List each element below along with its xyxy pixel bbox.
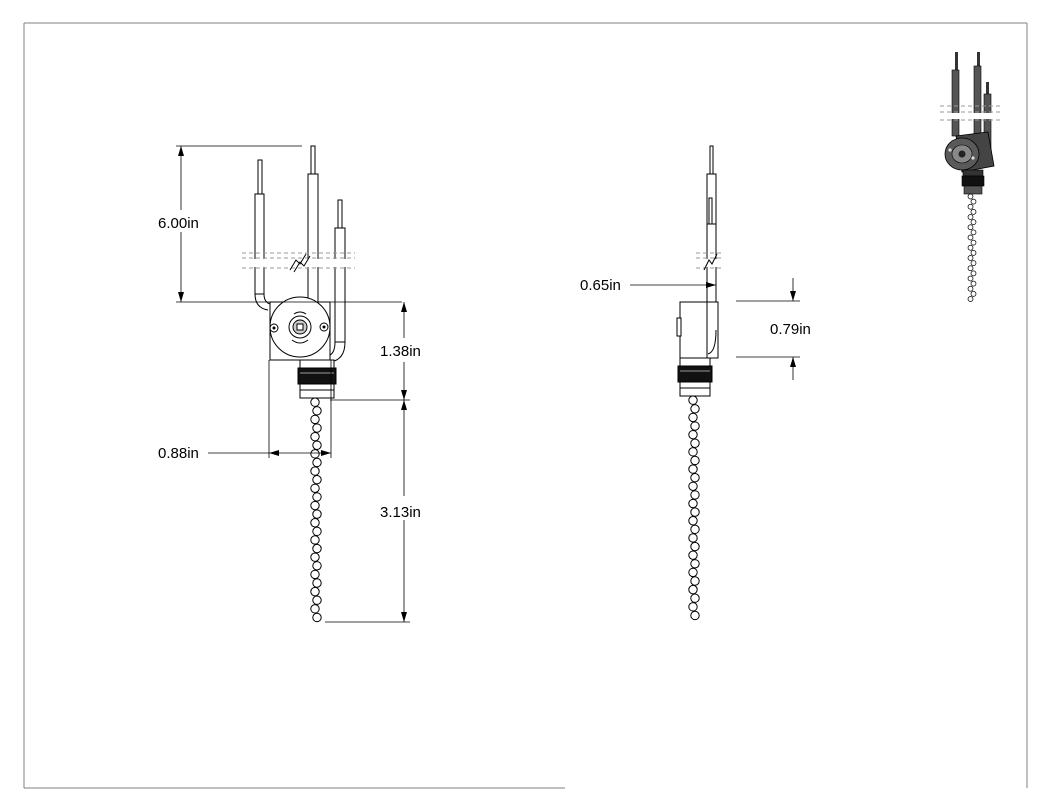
chain-bead xyxy=(312,509,322,519)
dim-chain-length: 3.13in xyxy=(325,400,421,623)
chain-bead xyxy=(310,466,320,476)
chain-bead xyxy=(690,541,700,552)
chain-bead xyxy=(312,406,322,416)
chain-bead xyxy=(970,250,977,256)
chain-bead xyxy=(970,291,977,297)
chain-bead xyxy=(690,524,700,535)
dim-housing-width: 0.88in xyxy=(158,360,332,462)
front-collar xyxy=(297,359,337,399)
chain-bead xyxy=(688,429,698,440)
chain-bead xyxy=(312,543,322,554)
chain-bead xyxy=(688,584,698,595)
chain-bead xyxy=(688,395,698,405)
chain-bead xyxy=(312,561,322,571)
chain-bead xyxy=(688,550,698,560)
chain-bead xyxy=(310,449,320,459)
dim-housing-height: 1.38in xyxy=(330,302,421,401)
chain-bead xyxy=(690,455,700,466)
chain-bead xyxy=(310,431,320,442)
side-housing xyxy=(676,301,719,359)
chain-bead xyxy=(688,516,698,526)
chain-bead xyxy=(970,239,977,246)
chain-bead xyxy=(967,234,974,241)
chain-bead xyxy=(690,576,700,586)
isometric-view xyxy=(940,52,1002,302)
chain-bead xyxy=(967,224,974,231)
front-housing xyxy=(269,296,331,361)
chain-bead xyxy=(688,412,698,423)
dim-side-height: 0.79in xyxy=(736,278,811,380)
chain-bead xyxy=(690,421,700,431)
side-pull-chain xyxy=(688,395,700,621)
chain-bead xyxy=(312,595,322,605)
chain-bead xyxy=(310,483,320,493)
chain-bead xyxy=(688,602,698,612)
chain-bead xyxy=(970,209,977,215)
chain-bead xyxy=(312,578,322,588)
chain-bead xyxy=(310,604,320,614)
drawing-frame xyxy=(23,22,1028,789)
chain-bead xyxy=(312,457,322,468)
chain-bead xyxy=(310,569,320,580)
side-break-lines xyxy=(696,252,724,271)
side-collar xyxy=(677,357,713,397)
side-view: 0.65in 0.79in xyxy=(580,145,811,621)
dim-wire-length: 6.00in xyxy=(158,145,402,303)
chain-bead xyxy=(312,440,322,450)
chain-bead xyxy=(310,518,320,528)
chain-bead xyxy=(967,285,974,292)
chain-bead xyxy=(310,535,320,545)
label-housing-width: 0.88in xyxy=(158,445,199,462)
chain-bead xyxy=(967,296,974,302)
chain-bead xyxy=(967,203,974,210)
chain-bead xyxy=(688,567,698,578)
chain-bead xyxy=(690,404,700,414)
chain-bead xyxy=(967,265,974,272)
chain-bead xyxy=(312,612,322,623)
chain-bead xyxy=(312,474,322,485)
front-view: 6.00in 1.38in 3.13in 0.88in xyxy=(158,145,421,623)
label-chain-length: 3.13in xyxy=(380,504,421,521)
chain-bead xyxy=(967,275,974,282)
label-wire-length: 6.00in xyxy=(158,215,199,232)
chain-bead xyxy=(688,447,698,457)
chain-bead xyxy=(310,414,320,425)
chain-bead xyxy=(312,492,322,502)
chain-bead xyxy=(690,438,700,448)
chain-bead xyxy=(690,610,700,621)
chain-bead xyxy=(970,260,977,266)
chain-bead xyxy=(967,255,974,261)
chain-bead xyxy=(970,229,977,236)
chain-bead xyxy=(690,507,700,517)
chain-bead xyxy=(312,423,322,433)
chain-bead xyxy=(312,526,322,537)
chain-bead xyxy=(310,552,320,562)
chain-bead xyxy=(967,193,974,200)
label-side-height: 0.79in xyxy=(770,321,811,338)
chain-bead xyxy=(970,198,977,205)
label-side-depth: 0.65in xyxy=(580,277,621,294)
chain-bead xyxy=(688,533,698,543)
chain-bead xyxy=(967,214,974,220)
chain-bead xyxy=(310,500,320,511)
dim-side-depth: 0.65in xyxy=(580,277,716,294)
chain-bead xyxy=(310,586,320,597)
label-housing-height: 1.38in xyxy=(380,343,421,360)
chain-bead xyxy=(970,219,977,225)
chain-bead xyxy=(690,490,700,500)
front-break-lines xyxy=(242,252,355,273)
chain-bead xyxy=(688,464,698,474)
chain-bead xyxy=(970,270,977,277)
chain-bead xyxy=(690,472,700,483)
chain-bead xyxy=(690,593,700,603)
chain-bead xyxy=(690,559,700,569)
chain-bead xyxy=(688,498,698,509)
chain-bead xyxy=(310,397,320,407)
chain-bead xyxy=(688,481,698,491)
chain-bead xyxy=(970,280,977,287)
front-pull-chain xyxy=(310,397,322,623)
iso-pull-chain xyxy=(967,193,977,302)
chain-bead xyxy=(967,244,974,251)
